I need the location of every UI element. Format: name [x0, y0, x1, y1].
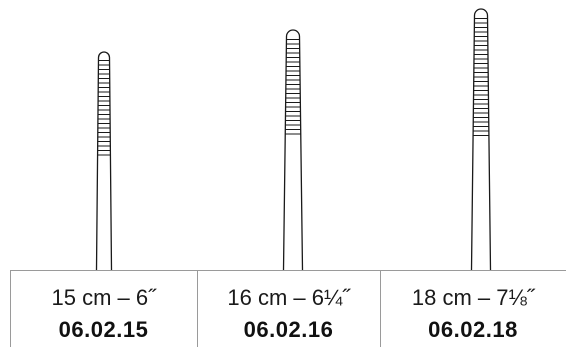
table-divider-2 [380, 270, 381, 347]
article-code: 06.02.18 [428, 317, 518, 342]
article-code: 06.02.16 [243, 317, 334, 342]
size-label: 16 cm – 6¼˝ [227, 285, 350, 310]
size-label: 18 cm – 7⅛˝ [411, 285, 535, 310]
table-left-border [10, 270, 11, 347]
forceps-jaw-drawing-2 [282, 29, 304, 271]
product-cell-1: 15 cm – 6˝ 06.02.15 [10, 0, 197, 347]
table-top-border [10, 270, 566, 271]
product-cell-3: 18 cm – 7⅛˝ 06.02.18 [380, 0, 566, 347]
jaw-outline [470, 8, 492, 271]
size-label: 15 cm – 6˝ [51, 285, 156, 310]
table-divider-1 [197, 270, 198, 347]
jaw-outline [95, 51, 113, 271]
forceps-jaw-drawing-3 [470, 8, 492, 271]
article-code: 06.02.15 [58, 317, 149, 342]
product-cell-2: 16 cm – 6¼˝ 06.02.16 [197, 0, 380, 347]
forceps-jaw-drawing-1 [95, 51, 113, 271]
